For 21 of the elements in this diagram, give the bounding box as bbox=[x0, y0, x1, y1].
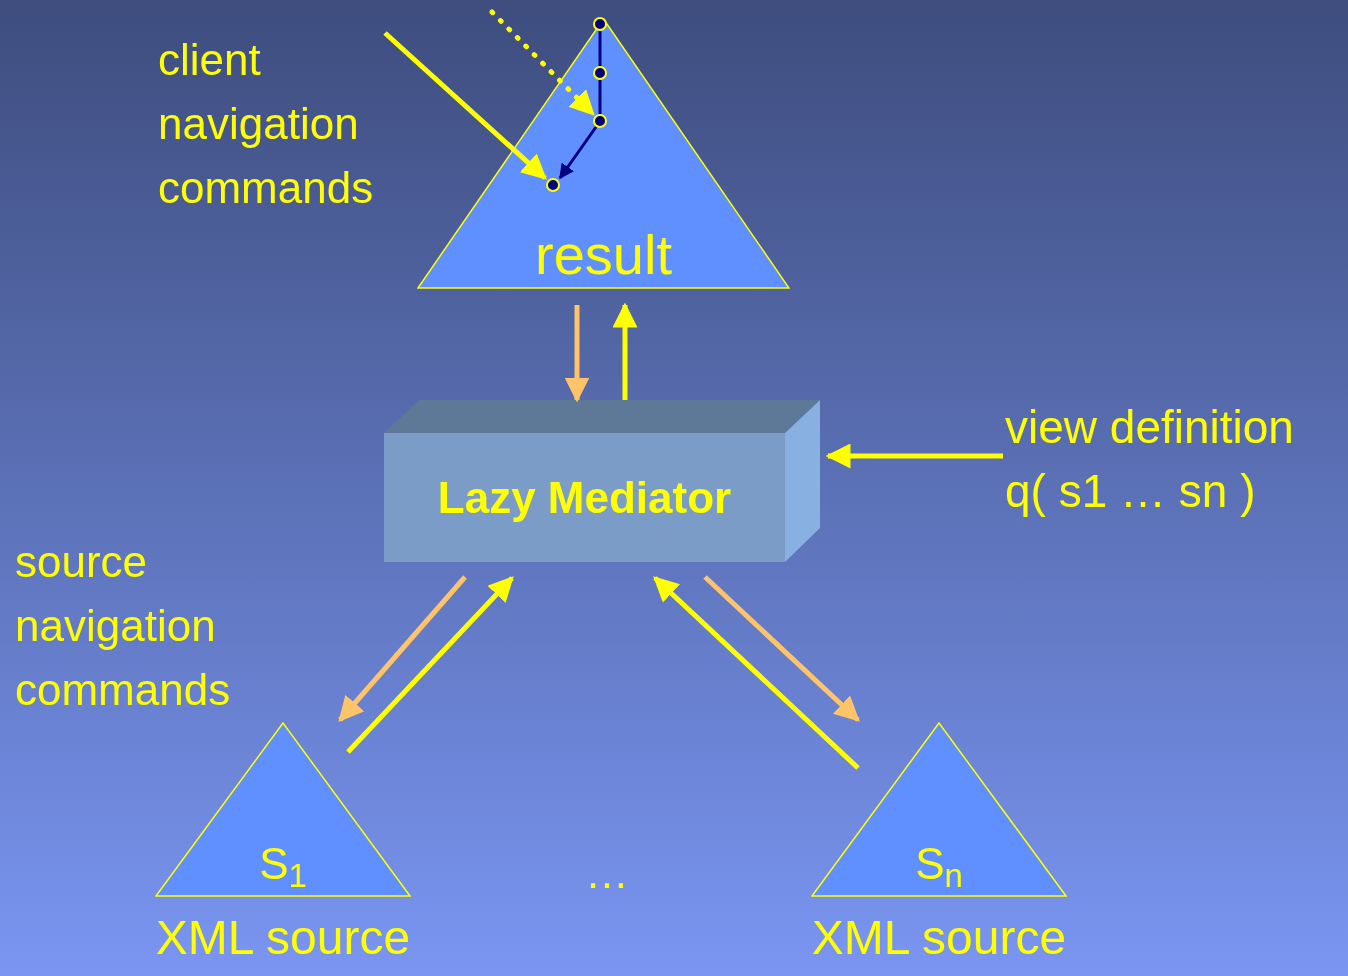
ellipsis-text: … bbox=[585, 847, 629, 899]
arrow bbox=[564, 305, 590, 403]
annotation-text: q( s1 … sn ) bbox=[1005, 464, 1257, 519]
arrow bbox=[825, 443, 1003, 469]
triangle-label: S$_{1}$ bbox=[258, 839, 308, 889]
triangle-label: S$_{n}$ bbox=[914, 839, 964, 889]
annotation-text: client navigation commands bbox=[158, 28, 428, 220]
node-label: XML source bbox=[154, 910, 412, 966]
dotted-arrow bbox=[489, 9, 596, 117]
arrow bbox=[338, 575, 467, 722]
annotation-text: view definition bbox=[1005, 400, 1294, 455]
arrow bbox=[703, 575, 860, 722]
annotation-text: source navigation commands bbox=[15, 536, 232, 716]
arrow bbox=[558, 126, 598, 180]
mediator-label: Lazy Mediator bbox=[436, 472, 733, 524]
triangle-label: result bbox=[534, 223, 673, 287]
arrow bbox=[653, 576, 860, 770]
arrow bbox=[612, 302, 638, 400]
node-label: XML source bbox=[810, 910, 1068, 966]
arrow bbox=[383, 31, 547, 180]
arrow bbox=[346, 576, 514, 754]
